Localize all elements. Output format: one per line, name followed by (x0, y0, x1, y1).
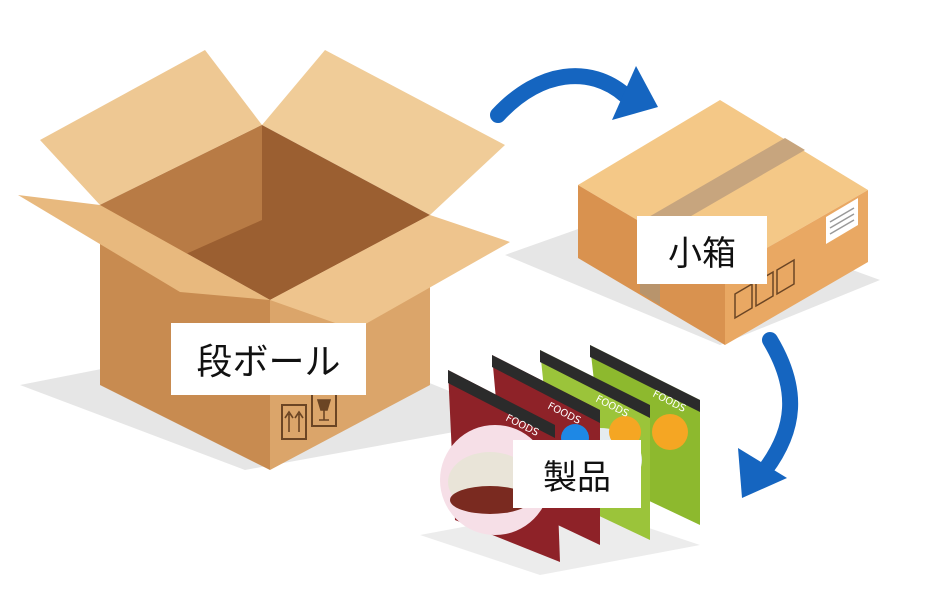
curved-arrow-icon (757, 332, 799, 478)
front-left-flap (18, 195, 270, 300)
small-box-tape (640, 138, 805, 234)
front-right-flap (270, 215, 510, 330)
curved-arrow-icon (490, 68, 633, 123)
pouch-red-front: FOODS (440, 370, 560, 562)
back-right-flap (262, 50, 505, 215)
shipping-label-icon (826, 198, 858, 244)
small-box-label: 小箱 (637, 216, 767, 284)
large-box-label: 段ボール (171, 323, 366, 395)
handling-icons-small (734, 258, 795, 320)
large-box (18, 50, 510, 470)
products-label: 製品 (513, 440, 641, 508)
back-left-flap (40, 50, 262, 205)
this-way-up-icon (281, 404, 307, 440)
arrow-head-right (738, 448, 787, 498)
arrow-head-top (612, 66, 658, 120)
